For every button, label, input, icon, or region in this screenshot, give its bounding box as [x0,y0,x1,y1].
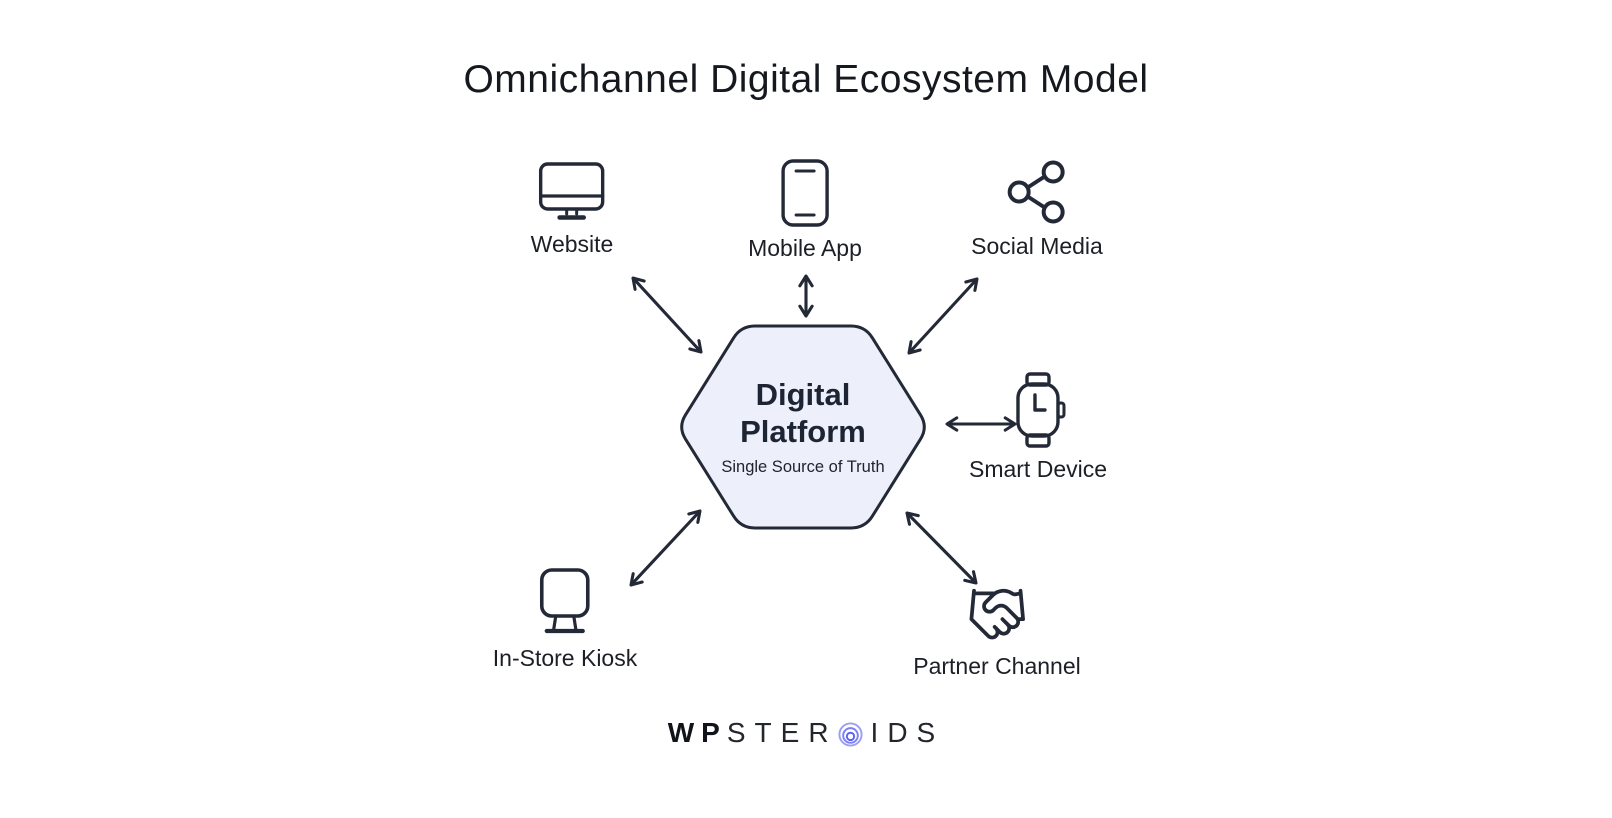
platform-title-line1: Digital [755,376,851,412]
node-label-smart-device: Smart Device [968,456,1108,482]
diagram-title: Omnichannel Digital Ecosystem Model [463,58,1149,101]
central-platform-label: Digital Platform Single Source of Truth [663,377,943,477]
platform-title-line2: Platform [740,413,866,449]
brand-text-ids: IDS [870,717,945,748]
node-label-mobile-app: Mobile App [748,235,862,261]
share-icon [1006,159,1068,225]
digital-platform-hexagon [680,324,926,530]
smartwatch-icon [1010,372,1066,448]
kiosk-icon [539,567,591,637]
node-label-partner-channel: Partner Channel [913,653,1081,679]
brand-text-wp: WP [667,717,727,748]
node-social-media: Social Media [971,159,1103,260]
platform-subtitle: Single Source of Truth [721,458,885,477]
node-mobile-app: Mobile App [748,159,862,262]
node-partner-channel: Partner Channel [913,581,1081,680]
brand-logo: WP STER IDS [0,717,1612,749]
node-website: Website [530,159,614,258]
arrow-website-platform [631,276,703,354]
node-label-social-media: Social Media [971,233,1103,259]
node-in-store-kiosk: In-Store Kiosk [493,567,637,672]
brand-text-ster: STER [726,717,838,748]
node-smart-device: Smart Device [969,372,1107,483]
monitor-icon [539,159,605,223]
handshake-icon [958,581,1036,645]
arrow-social-media-platform [907,277,979,355]
arrow-partner-channel-platform [905,511,978,585]
node-label-website: Website [530,231,614,257]
brand-swirl-icon [837,721,863,747]
tablet-icon [781,159,829,227]
node-label-in-store-kiosk: In-Store Kiosk [492,645,638,671]
arrow-in-store-kiosk-platform [629,509,702,587]
